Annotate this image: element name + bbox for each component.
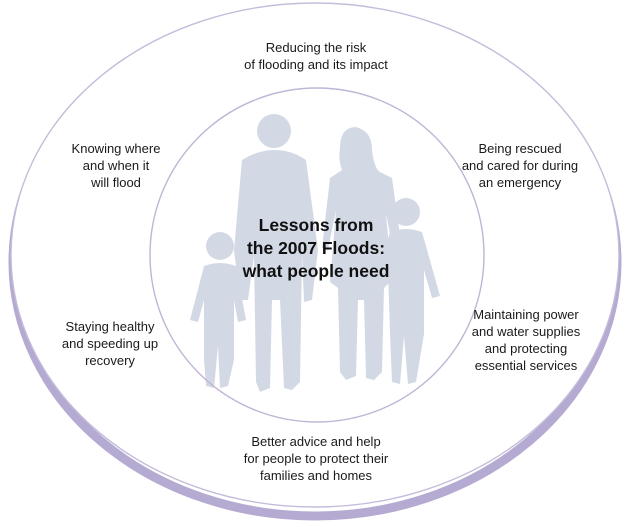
inner-circle — [149, 87, 485, 423]
need-upper-right: Being rescued and cared for during an em… — [461, 141, 579, 190]
need-lower-left: Staying healthy and speeding up recovery — [61, 319, 159, 368]
need-upper-left: Knowing where and when it will flood — [71, 141, 161, 190]
need-lower-right: Maintaining power and water supplies and… — [471, 307, 581, 373]
need-bottom: Better advice and help for people to pro… — [243, 434, 389, 483]
need-top: Reducing the risk of flooding and its im… — [244, 40, 388, 72]
center-title: Lessons from the 2007 Floods: what peopl… — [242, 215, 390, 281]
family-silhouette-icon — [190, 114, 440, 392]
